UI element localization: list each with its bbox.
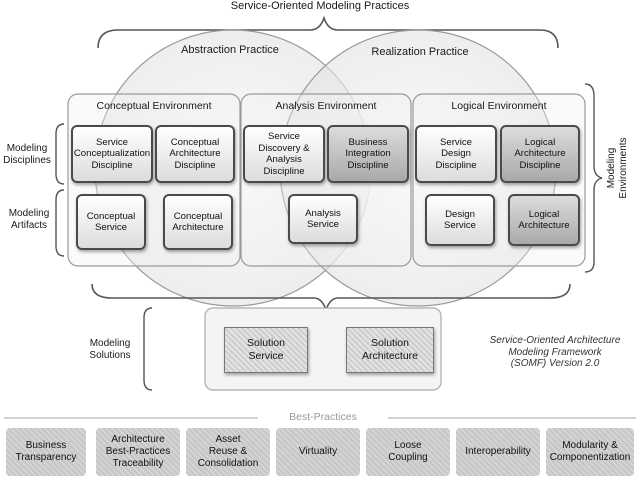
service-design-discipline: Service Design Discipline [415,125,497,183]
solutions-bracket [143,307,153,391]
solution-service: Solution Service [224,327,308,373]
logical-environment-title: Logical Environment [451,100,547,112]
conceptual-architecture-artifact: Conceptual Architecture [163,194,233,250]
best-practices-title: Best-Practices [289,411,357,423]
modeling-solutions-label: Modeling Solutions [89,338,131,361]
environments-bracket [584,83,603,273]
framework-caption: Service-Oriented Architecture Modeling F… [489,335,621,369]
best-practice-modularity: Modularity & Componentization [546,428,634,476]
realization-practice-label: Realization Practice [371,46,469,58]
modeling-environments-label: Modeling Environments [606,137,629,199]
solution-architecture: Solution Architecture [346,327,434,373]
best-practice-interoperability: Interoperability [456,428,540,476]
conceptual-service-artifact: Conceptual Service [76,194,146,250]
best-practice-architecture-traceability: Architecture Best-Practices Traceability [96,428,180,476]
modeling-artifacts-label: Modeling Artifacts [8,208,50,231]
service-discovery-analysis-discipline: Service Discovery & Analysis Discipline [243,125,325,183]
analysis-environment-title: Analysis Environment [275,100,377,112]
top-brace [97,15,559,49]
disciplines-bracket [55,123,65,185]
design-service-artifact: Design Service [425,194,495,246]
conceptual-architecture-discipline: Conceptual Architecture Discipline [155,125,235,183]
modeling-disciplines-label: Modeling Disciplines [3,143,51,166]
analysis-service-artifact: Analysis Service [288,194,358,244]
abstraction-practice-label: Abstraction Practice [181,44,279,56]
diagram-title: Service-Oriented Modeling Practices [230,0,410,12]
business-integration-discipline: Business Integration Discipline [327,125,409,183]
logical-architecture-artifact: Logical Architecture [508,194,580,246]
best-practice-asset-reuse: Asset Reuse & Consolidation [186,428,270,476]
best-practice-loose-coupling: Loose Coupling [366,428,450,476]
conceptual-environment-title: Conceptual Environment [96,100,212,112]
artifacts-bracket [55,189,65,257]
service-conceptualization-discipline: Service Conceptualization Discipline [71,125,153,183]
best-practice-virtuality: Virtuality [276,428,360,476]
best-practice-business-transparency: Business Transparency [6,428,86,476]
logical-architecture-discipline: Logical Architecture Discipline [500,125,580,183]
